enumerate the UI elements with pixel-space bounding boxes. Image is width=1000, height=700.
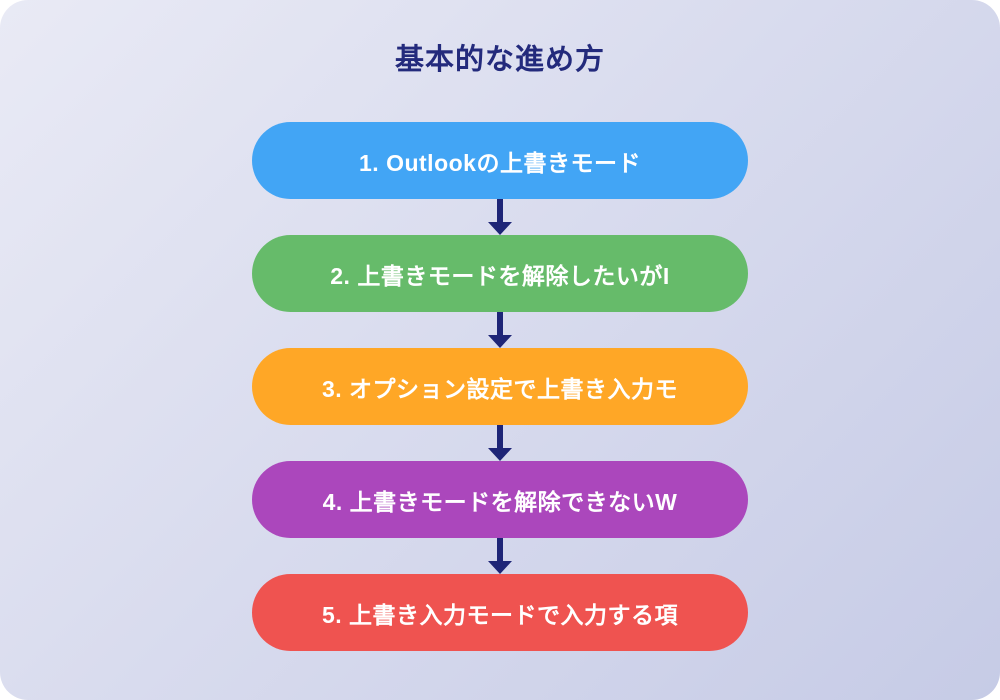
flow-step-label: 2. 上書きモードを解除したいがI — [330, 262, 670, 289]
flow-step-label: 3. オプション設定で上書き入力モ — [321, 375, 679, 402]
flow-step-label: 5. 上書き入力モードで入力する項 — [321, 601, 679, 628]
arrow-down-icon — [488, 199, 512, 235]
flow-step-4: 4. 上書きモードを解除できないW — [252, 461, 748, 538]
flowchart: 1. Outlookの上書きモード 2. 上書きモードを解除したいがI 3. オ… — [252, 122, 748, 651]
flow-step-label: 1. Outlookの上書きモード — [359, 149, 641, 176]
arrow-down-icon — [488, 538, 512, 574]
flow-step-2: 2. 上書きモードを解除したいがI — [252, 235, 748, 312]
flow-step-3: 3. オプション設定で上書き入力モ — [252, 348, 748, 425]
page-title: 基本的な進め方 — [394, 44, 605, 76]
flow-step-1: 1. Outlookの上書きモード — [252, 122, 748, 199]
arrow-down-icon — [488, 312, 512, 348]
arrow-down-icon — [488, 425, 512, 461]
flow-step-5: 5. 上書き入力モードで入力する項 — [252, 574, 748, 651]
flow-step-label: 4. 上書きモードを解除できないW — [322, 488, 678, 515]
